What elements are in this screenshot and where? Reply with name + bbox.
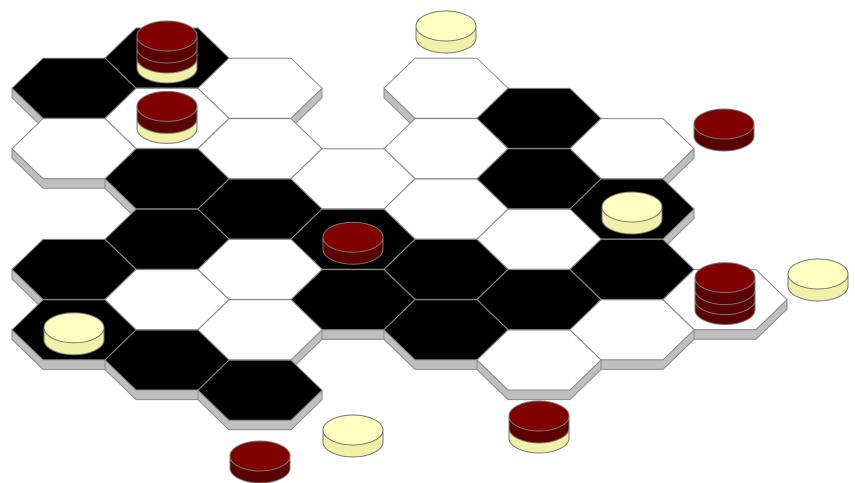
reserve-red-bottom-left[interactable] bbox=[230, 441, 290, 483]
piece-top bbox=[695, 263, 755, 293]
piece-red[interactable] bbox=[137, 21, 197, 63]
piece-stack[interactable] bbox=[695, 263, 755, 325]
piece-red[interactable] bbox=[509, 401, 569, 443]
piece-cream[interactable] bbox=[416, 11, 476, 53]
piece-top bbox=[137, 21, 197, 51]
piece-red[interactable] bbox=[694, 109, 754, 151]
piece-cream[interactable] bbox=[44, 313, 104, 355]
piece-stack[interactable] bbox=[323, 222, 383, 264]
piece-cream[interactable] bbox=[602, 192, 662, 234]
piece-top bbox=[694, 109, 754, 139]
reserve-cream-right[interactable] bbox=[788, 259, 848, 301]
piece-red[interactable] bbox=[230, 441, 290, 483]
piece-stack[interactable] bbox=[44, 313, 104, 355]
piece-top bbox=[323, 415, 383, 445]
piece-top bbox=[137, 91, 197, 121]
piece-red[interactable] bbox=[137, 91, 197, 133]
piece-top bbox=[416, 11, 476, 41]
piece-stack[interactable] bbox=[602, 192, 662, 234]
piece-red[interactable] bbox=[323, 222, 383, 264]
piece-stack[interactable] bbox=[137, 21, 197, 83]
piece-top bbox=[509, 401, 569, 431]
piece-stack[interactable] bbox=[137, 91, 197, 143]
piece-top bbox=[323, 222, 383, 252]
piece-top bbox=[230, 441, 290, 471]
piece-top bbox=[602, 192, 662, 222]
reserve-cream-top[interactable] bbox=[416, 11, 476, 53]
reserve-red-stack-bottom[interactable] bbox=[509, 401, 569, 453]
reserve-red-right[interactable] bbox=[694, 109, 754, 151]
piece-top bbox=[44, 313, 104, 343]
piece-cream[interactable] bbox=[323, 415, 383, 457]
piece-red[interactable] bbox=[695, 263, 755, 305]
piece-cream[interactable] bbox=[788, 259, 848, 301]
tiles-layer bbox=[12, 28, 787, 430]
reserve-cream-bottom[interactable] bbox=[323, 415, 383, 457]
piece-top bbox=[788, 259, 848, 289]
